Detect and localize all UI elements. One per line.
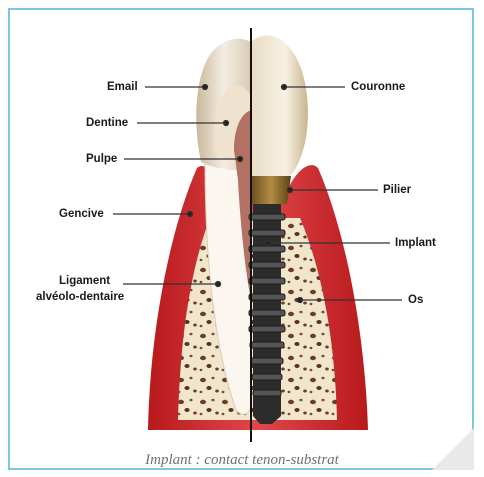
label-implant: Implant bbox=[395, 236, 436, 250]
label-ligament-line2: alvéolo-dentaire bbox=[36, 290, 124, 304]
label-ligament-line1: Ligament bbox=[59, 274, 110, 288]
label-couronne: Couronne bbox=[351, 80, 405, 94]
label-dentine: Dentine bbox=[86, 116, 128, 130]
label-pulpe: Pulpe bbox=[86, 152, 117, 166]
label-email: Email bbox=[107, 80, 138, 94]
label-pilier: Pilier bbox=[383, 183, 411, 197]
page-corner-decoration bbox=[432, 428, 474, 470]
figure-caption: Implant : contact tenon-substrat bbox=[0, 452, 484, 469]
label-gencive: Gencive bbox=[59, 207, 104, 221]
label-os: Os bbox=[408, 293, 423, 307]
